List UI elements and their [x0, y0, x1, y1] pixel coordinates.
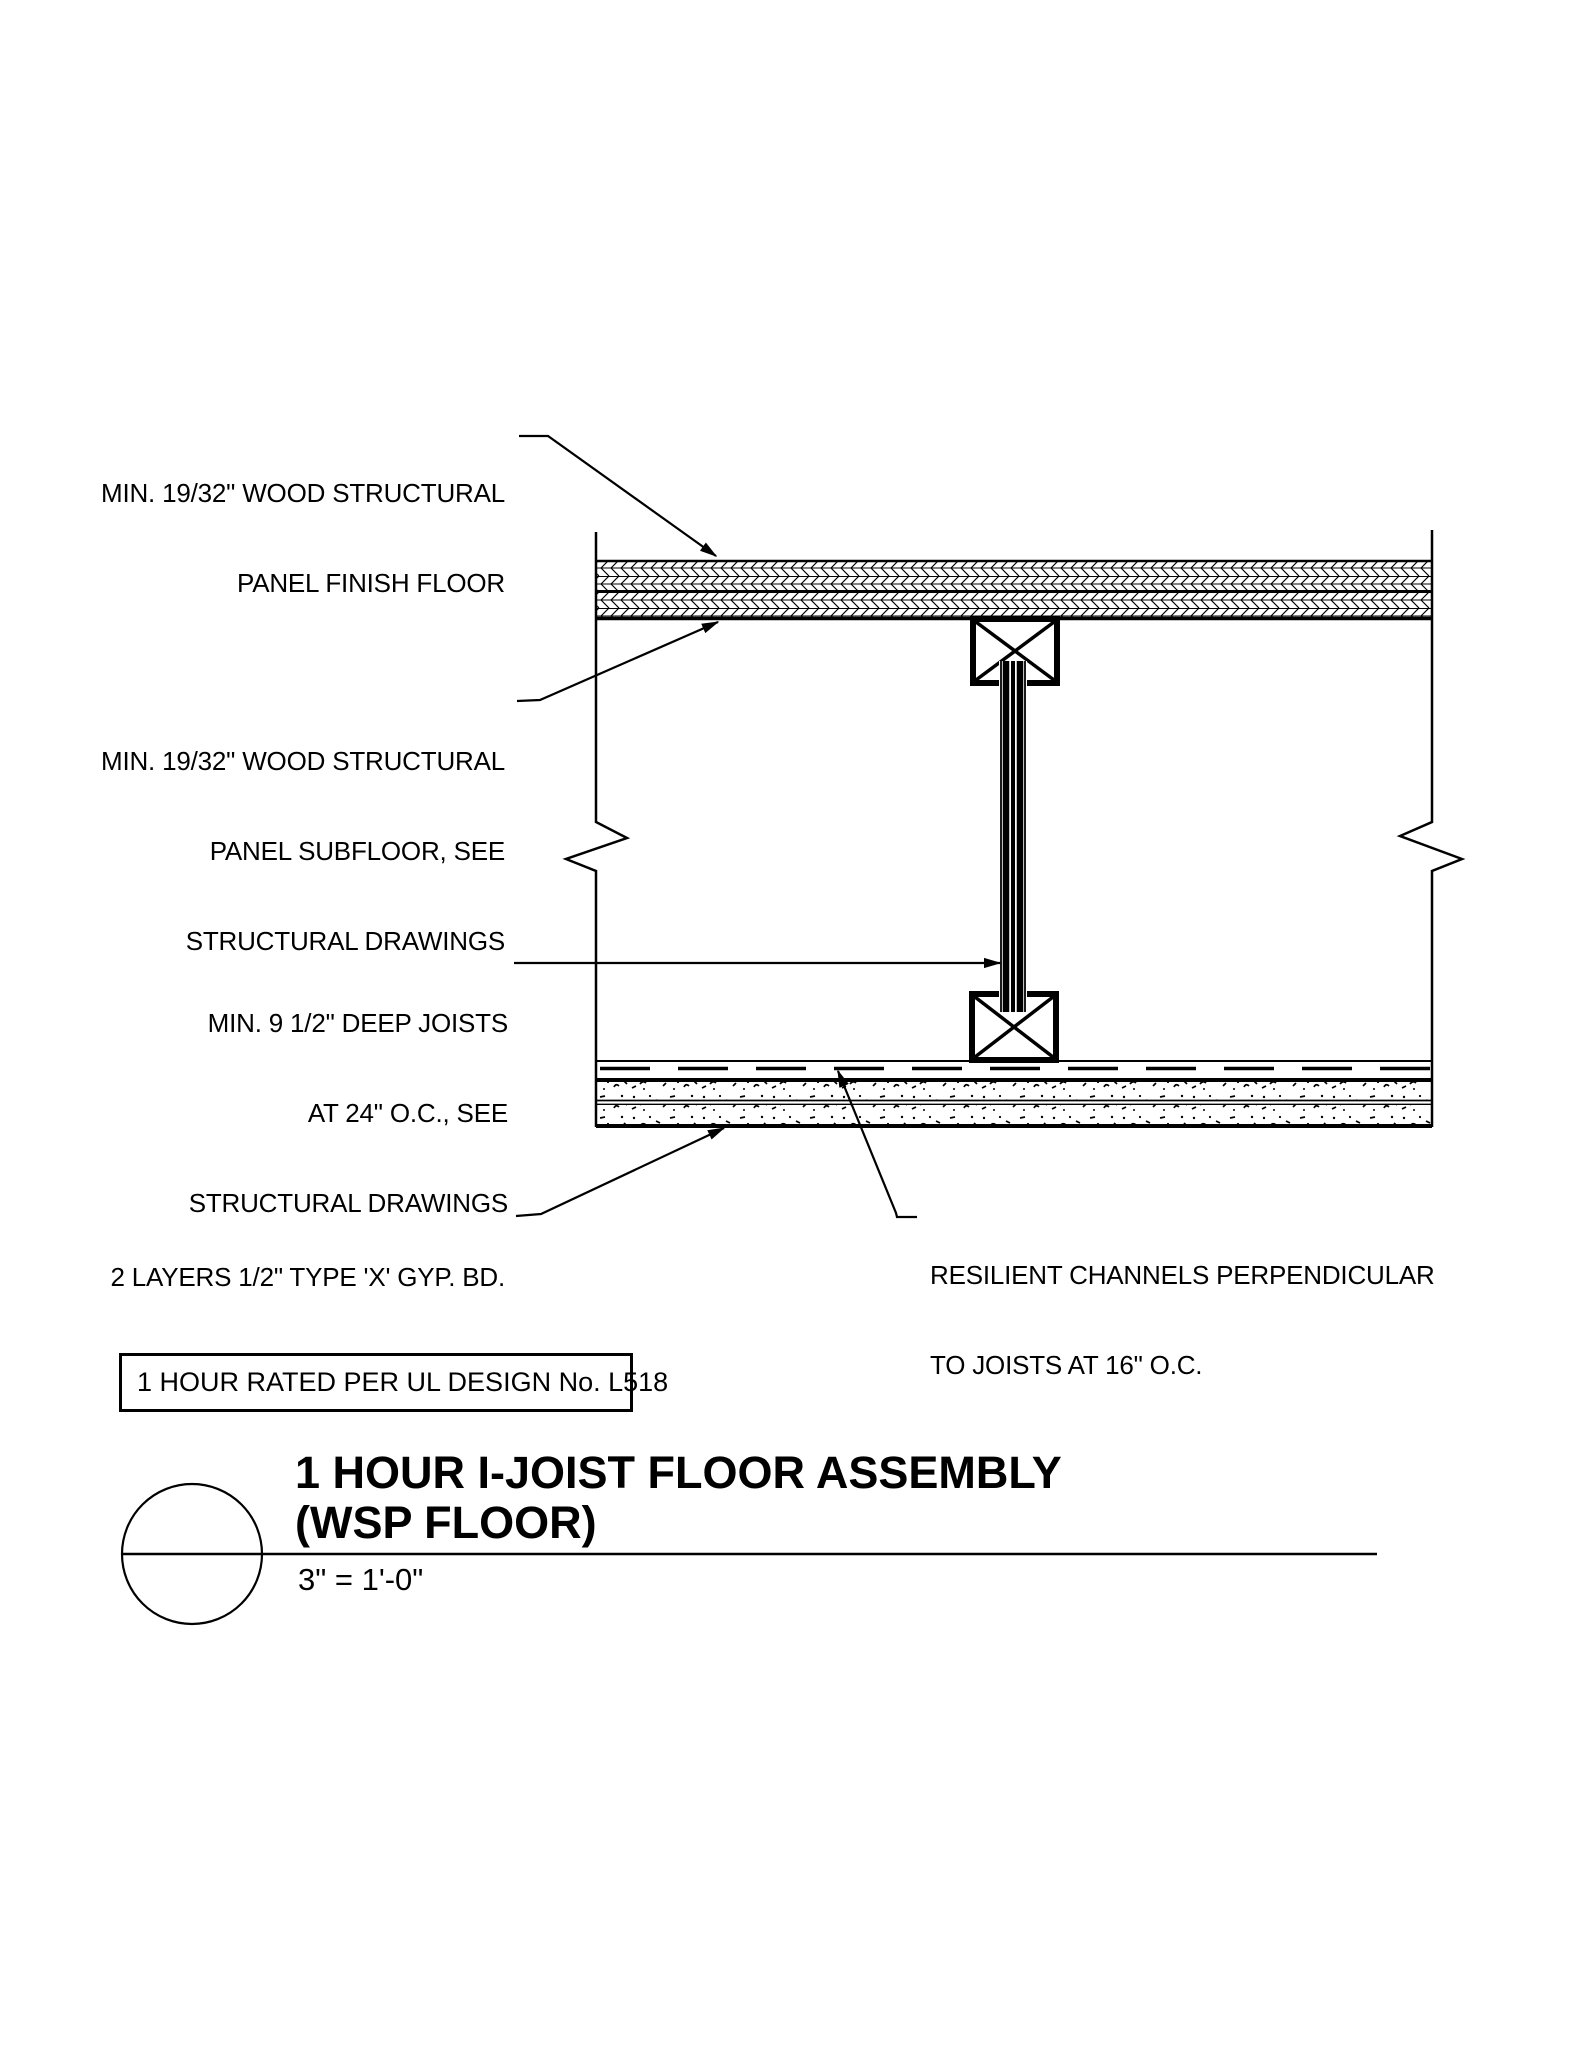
label-line: STRUCTURAL DRAWINGS — [185, 926, 505, 956]
label-line: PANEL FINISH FLOOR — [236, 568, 505, 598]
label-line: TO JOISTS AT 16" O.C. — [930, 1350, 1203, 1380]
leader-finish-floor — [519, 434, 718, 557]
leader-resilient-channel — [836, 1069, 917, 1219]
detail-scale: 3" = 1'-0" — [298, 1562, 424, 1597]
label-gypsum: 2 LAYERS 1/2" TYPE 'X' GYP. BD. — [110, 1202, 506, 1352]
label-line: AT 24" O.C., SEE — [307, 1098, 508, 1128]
fire-rating-note-box: 1 HOUR RATED PER UL DESIGN No. L518 — [119, 1353, 668, 1412]
detail-title-line2: (WSP FLOOR) — [295, 1497, 597, 1548]
gypsum-layer-1 — [596, 1081, 1432, 1100]
i-joist — [969, 616, 1060, 1063]
leader-subfloor — [516, 620, 720, 703]
label-line: STRUCTURAL DRAWINGS — [188, 1188, 508, 1218]
label-line: MIN. 19/32" WOOD STRUCTURAL — [101, 746, 505, 776]
label-line: PANEL SUBFLOOR, SEE — [209, 836, 505, 866]
gypsum-layer-2 — [596, 1105, 1432, 1124]
fire-rating-note-text: 1 HOUR RATED PER UL DESIGN No. L518 — [137, 1367, 669, 1397]
leader-gypsum — [515, 1127, 726, 1218]
i-joist-web — [999, 661, 1027, 1012]
ceiling-assembly — [596, 1060, 1432, 1128]
label-line: RESILIENT CHANNELS PERPENDICULAR — [930, 1260, 1435, 1290]
label-line: MIN. 19/32" WOOD STRUCTURAL — [101, 478, 505, 508]
label-subfloor: MIN. 19/32" WOOD STRUCTURAL PANEL SUBFLO… — [101, 686, 505, 1016]
right-break-line — [1396, 530, 1466, 1127]
label-finish-floor: MIN. 19/32" WOOD STRUCTURAL PANEL FINISH… — [101, 418, 505, 658]
leader-lines — [514, 434, 1002, 1219]
label-line: MIN. 9 1/2" DEEP JOISTS — [207, 1008, 509, 1038]
label-line: 2 LAYERS 1/2" TYPE 'X' GYP. BD. — [110, 1262, 506, 1292]
detail-title-line1: 1 HOUR I-JOIST FLOOR ASSEMBLY — [295, 1447, 1062, 1498]
left-break-line — [562, 532, 631, 1127]
subfloor-layer — [596, 593, 1432, 621]
label-joists: MIN. 9 1/2" DEEP JOISTS AT 24" O.C., SEE… — [189, 948, 508, 1278]
label-resilient-channels: RESILIENT CHANNELS PERPENDICULAR TO JOIS… — [930, 1200, 1435, 1440]
finish-floor-layer — [596, 559, 1432, 593]
